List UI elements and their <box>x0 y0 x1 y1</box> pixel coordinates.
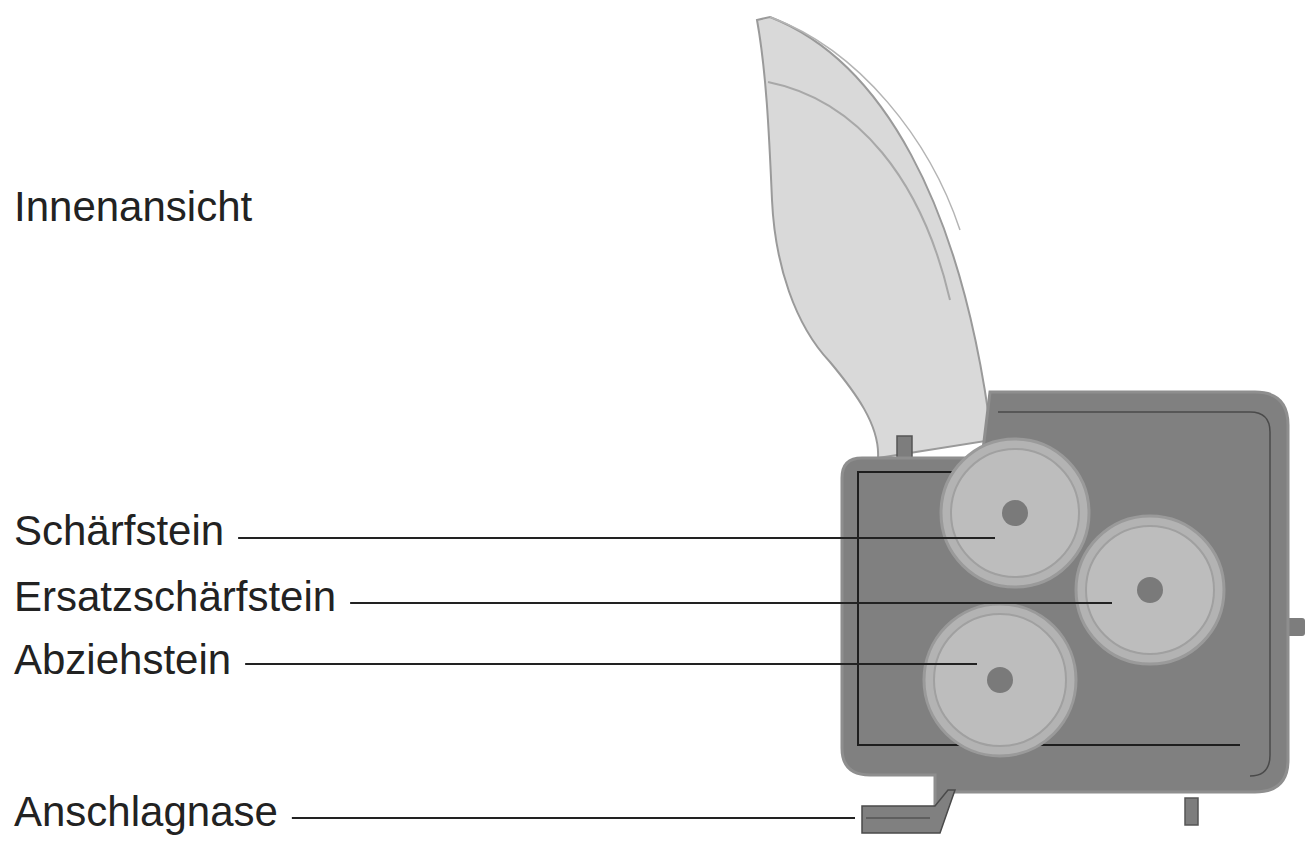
spare-stone <box>1076 516 1224 664</box>
part-label: Ersatzschärfstein <box>14 572 336 622</box>
housing <box>842 392 1305 833</box>
stone-hub <box>1137 577 1163 603</box>
part-label: Abziehstein <box>14 635 231 685</box>
knife-blade <box>757 17 992 458</box>
foot <box>1185 798 1198 825</box>
blade-bevel <box>768 82 950 300</box>
blade-outline <box>757 17 992 458</box>
stone-face <box>1086 526 1214 654</box>
honing-stone <box>924 604 1076 756</box>
view-title: Innenansicht <box>14 182 252 232</box>
stone-ring <box>1076 516 1224 664</box>
stone-hub <box>1002 500 1028 526</box>
stone-face <box>934 614 1066 746</box>
housing-body <box>842 392 1288 806</box>
part-label: Anschlagnase <box>14 787 278 837</box>
blade-edge <box>770 17 960 230</box>
part-label: Schärfstein <box>14 506 224 556</box>
stone-hub <box>987 667 1013 693</box>
leader-line <box>292 817 855 819</box>
leader-line <box>350 602 1112 604</box>
leader-line <box>245 663 977 665</box>
stone-ring <box>941 439 1089 587</box>
stop-nose <box>862 790 955 833</box>
stone-face <box>951 449 1079 577</box>
sharpening-stone <box>941 439 1089 587</box>
top-tab <box>897 436 912 460</box>
stop-nose-edge <box>866 817 930 819</box>
leader-line <box>238 537 995 539</box>
leader-lines <box>238 538 1112 818</box>
stone-ring <box>924 604 1076 756</box>
